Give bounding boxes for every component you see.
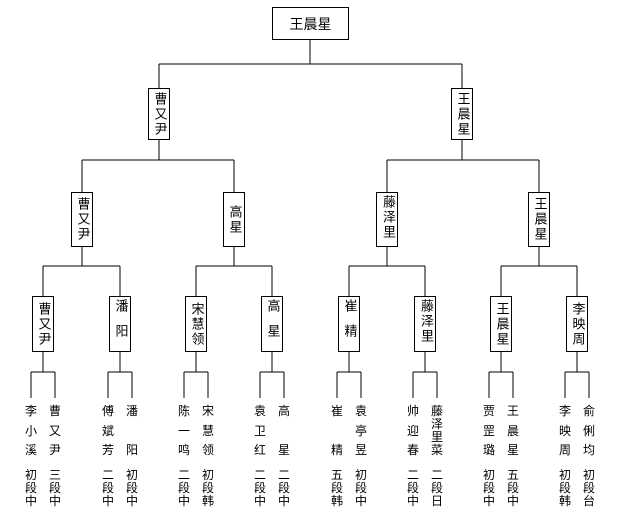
player-rank: 五段韩 <box>330 468 343 508</box>
r8-name-5: 崔精 <box>341 299 357 349</box>
quarterfinal-box-4: 王晨星 <box>528 192 550 247</box>
player-entry-2: 曹又尹三段中 <box>47 405 63 508</box>
player-entry-11: 帅迎春二段中 <box>405 405 421 508</box>
player-rank: 二段中 <box>177 468 190 508</box>
player-entry-13: 贾罡璐初段中 <box>481 405 497 508</box>
player-name: 傅斌芳 <box>101 404 114 457</box>
r8-name-2: 潘阳 <box>112 299 128 349</box>
r8-box-8: 李映周 <box>566 296 588 352</box>
player-entry-15: 李映周初段韩 <box>557 405 573 508</box>
champion-box: 王晨星 <box>272 7 349 40</box>
player-name: 潘阳 <box>125 404 138 457</box>
player-entry-10: 袁亭昱初段中 <box>353 405 369 508</box>
player-name: 陈一鸣 <box>177 404 190 457</box>
player-name: 高星 <box>277 404 290 457</box>
quarterfinal-name-2: 高星 <box>226 204 242 235</box>
player-name: 李映周 <box>558 404 571 457</box>
player-entry-6: 宋慧领初段韩 <box>200 405 216 508</box>
champion-name: 王晨星 <box>289 16 332 33</box>
player-rank: 二段中 <box>406 468 419 508</box>
player-entry-12: 藤泽里菜二段日 <box>429 405 445 508</box>
player-name: 王晨星 <box>506 404 519 457</box>
r8-box-4: 高星 <box>261 296 283 352</box>
player-name: 袁卫红 <box>253 404 266 457</box>
r8-name-3: 宋慧领 <box>188 301 204 347</box>
player-rank: 初段韩 <box>201 468 214 508</box>
quarterfinal-name-4: 王晨星 <box>531 197 547 242</box>
player-entry-8: 高星二段中 <box>276 405 292 508</box>
quarterfinal-box-2: 高星 <box>223 192 245 247</box>
r8-name-1: 曹又尹 <box>35 301 51 347</box>
r8-box-3: 宋慧领 <box>185 296 207 352</box>
r8-name-4: 高星 <box>264 299 280 349</box>
r8-box-1: 曹又尹 <box>32 296 54 352</box>
player-entry-4: 潘阳初段中 <box>124 405 140 508</box>
player-rank: 初段中 <box>354 468 367 508</box>
player-name: 李小溪 <box>24 404 37 457</box>
player-rank: 三段中 <box>48 468 61 508</box>
player-rank: 二段中 <box>101 468 114 508</box>
player-rank: 二段日 <box>430 468 443 508</box>
player-entry-3: 傅斌芳二段中 <box>100 405 116 508</box>
player-name: 曹又尹 <box>48 404 61 457</box>
semifinal-name-1: 曹又尹 <box>151 91 167 137</box>
player-name: 宋慧领 <box>201 404 214 457</box>
r8-box-2: 潘阳 <box>109 296 131 352</box>
quarterfinal-box-1: 曹又尹 <box>71 192 93 247</box>
player-name: 俞俐均 <box>582 404 595 457</box>
quarterfinal-name-1: 曹又尹 <box>74 197 90 242</box>
player-entry-7: 袁卫红二段中 <box>252 405 268 508</box>
player-rank: 初段中 <box>125 468 138 508</box>
r8-name-8: 李映周 <box>569 301 585 347</box>
semifinal-box-1: 曹又尹 <box>148 88 170 140</box>
player-rank: 初段中 <box>482 468 495 508</box>
player-rank: 初段韩 <box>558 468 571 508</box>
player-name: 贾罡璐 <box>482 404 495 457</box>
semifinal-name-2: 王晨星 <box>454 91 470 137</box>
player-rank: 二段中 <box>253 468 266 508</box>
player-name: 袁亭昱 <box>354 404 367 457</box>
semifinal-box-2: 王晨星 <box>451 88 473 140</box>
player-entry-5: 陈一鸣二段中 <box>176 405 192 508</box>
player-entry-14: 王晨星五段中 <box>505 405 521 508</box>
player-rank: 初段中 <box>24 468 37 508</box>
r8-box-5: 崔精 <box>338 296 360 352</box>
player-name: 藤泽里菜 <box>430 404 443 457</box>
player-rank: 初段台 <box>582 468 595 508</box>
player-name: 帅迎春 <box>406 404 419 457</box>
player-rank: 二段中 <box>277 468 290 508</box>
player-entry-9: 崔精五段韩 <box>329 405 345 508</box>
r8-name-7: 王晨星 <box>493 301 509 347</box>
player-rank: 五段中 <box>506 468 519 508</box>
player-entry-1: 李小溪初段中 <box>23 405 39 508</box>
player-name: 崔精 <box>330 404 343 457</box>
player-entry-16: 俞俐均初段台 <box>581 405 597 508</box>
r8-box-7: 王晨星 <box>490 296 512 352</box>
